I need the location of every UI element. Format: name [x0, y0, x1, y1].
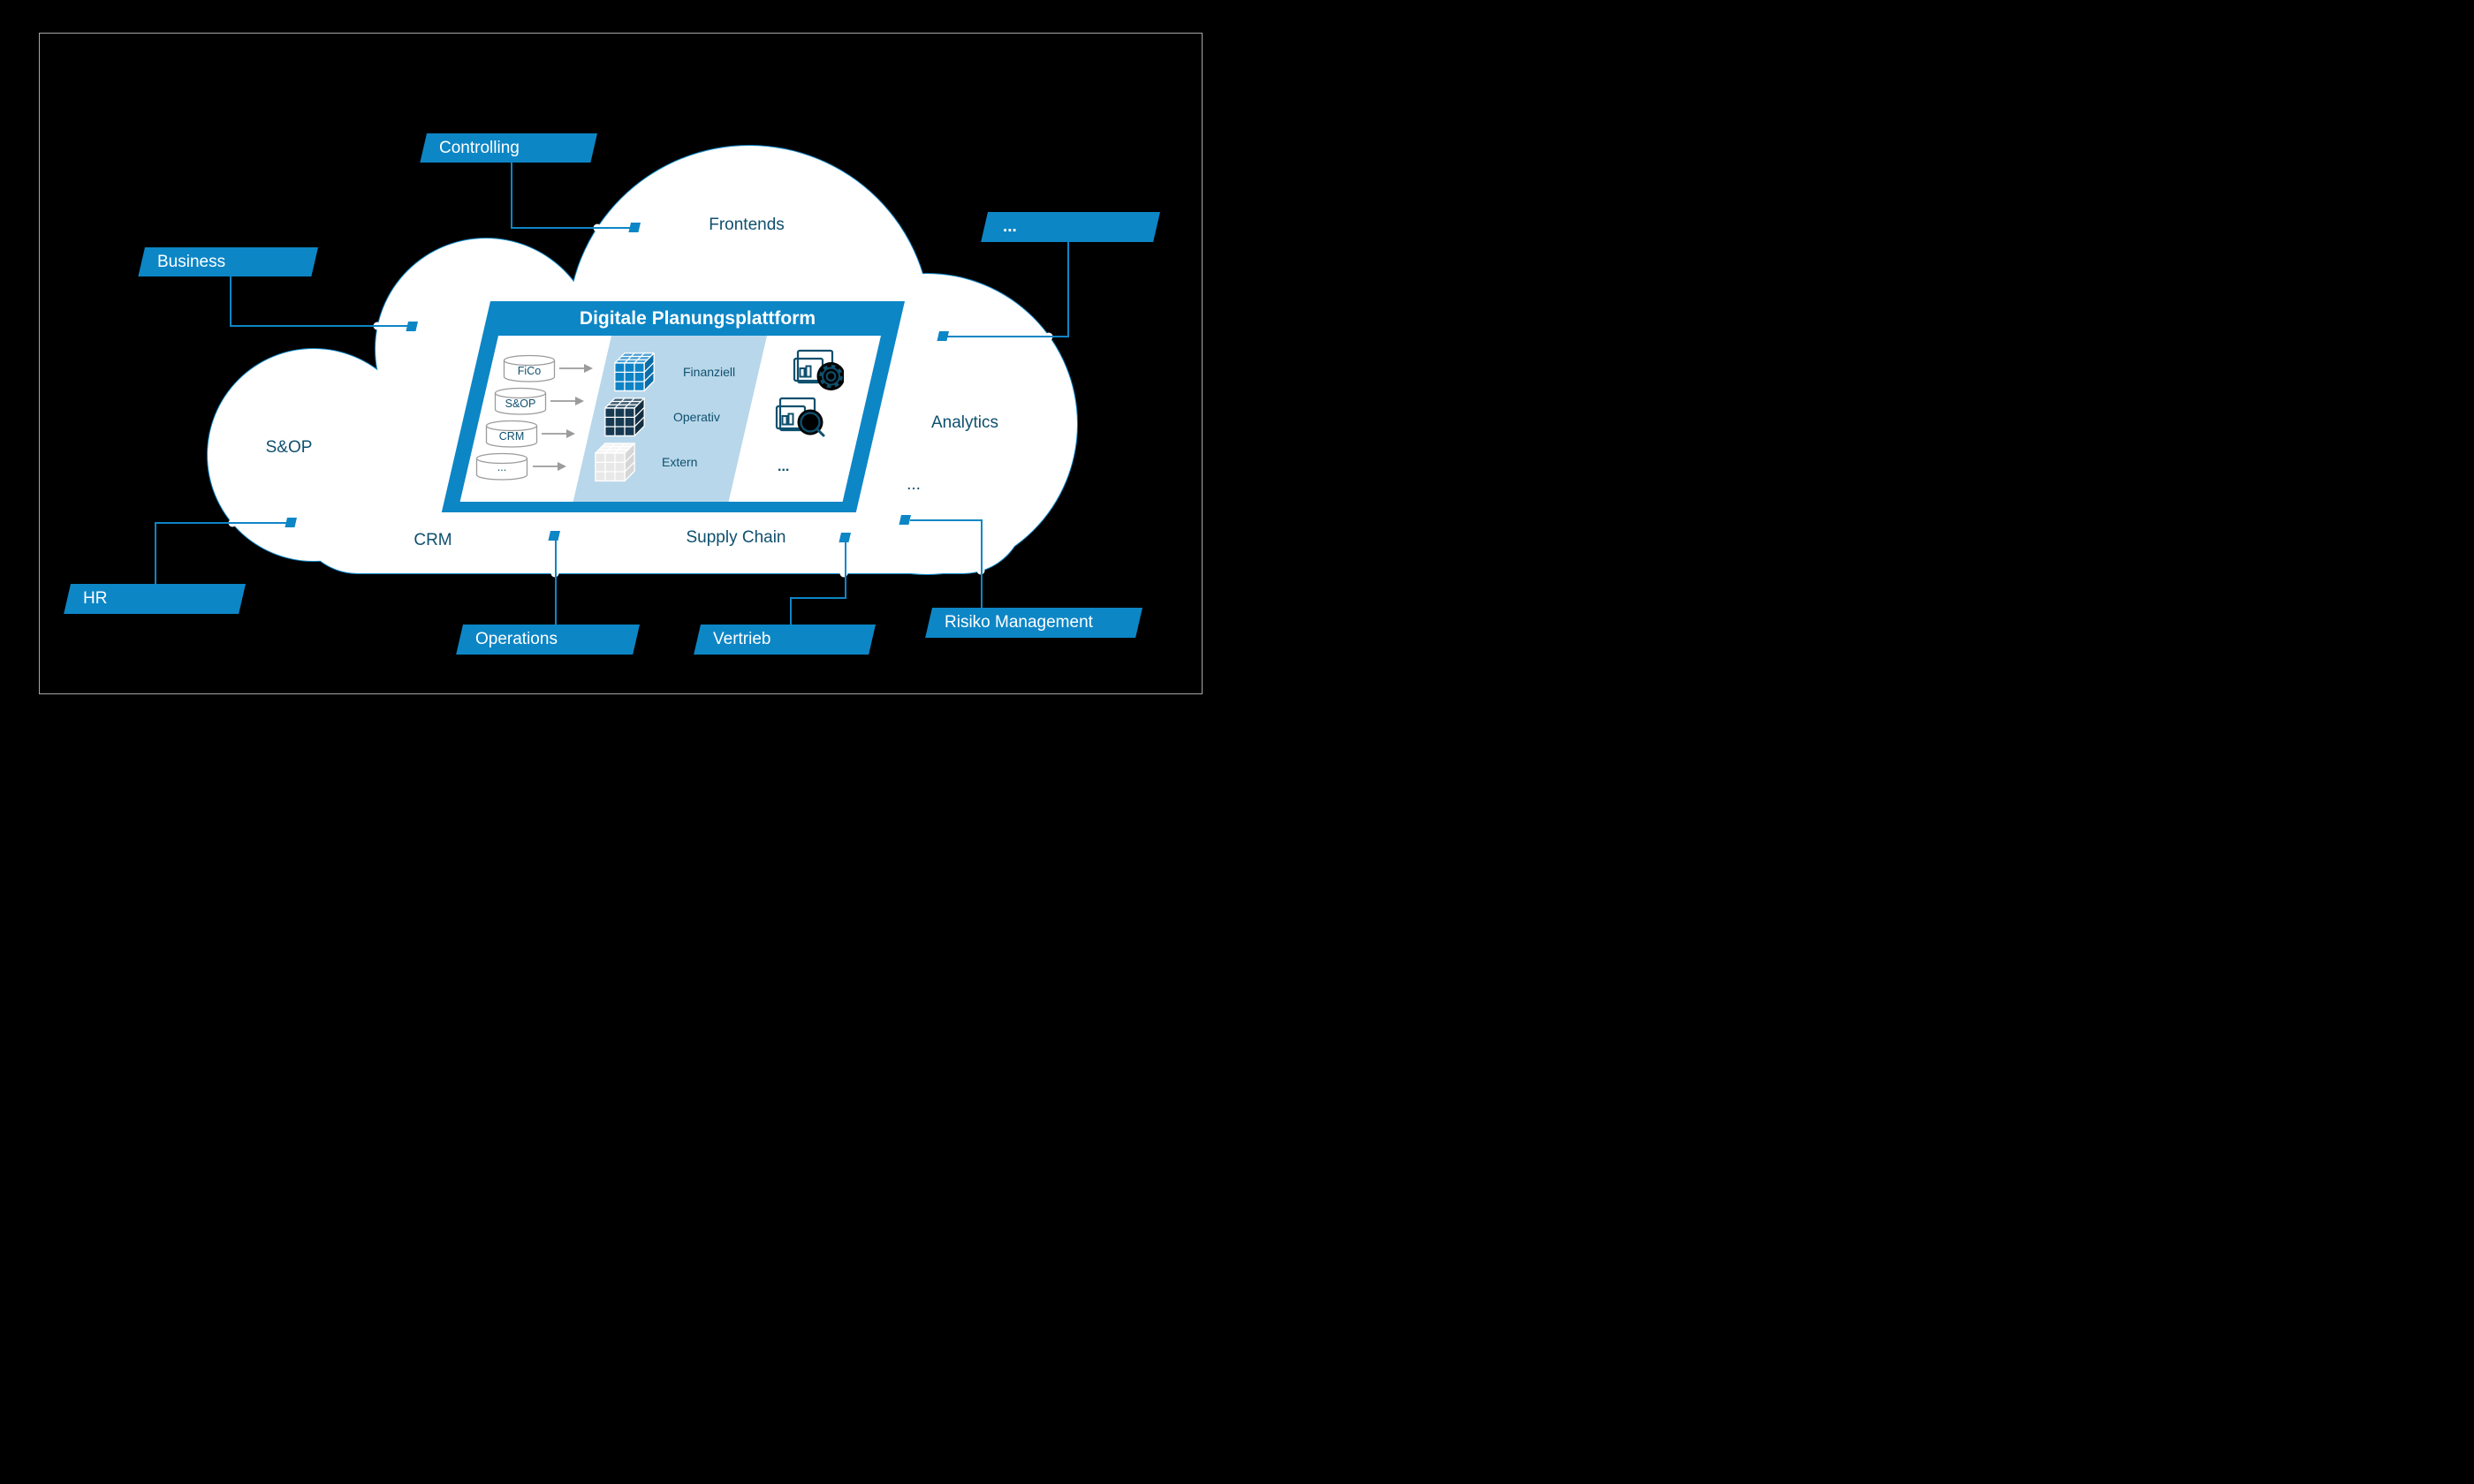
banner-more-top-right: ...	[981, 212, 1160, 242]
cube-operational-icon	[604, 398, 645, 437]
banner-risiko: Risiko Management	[925, 608, 1142, 638]
cube-label: Operativ	[673, 410, 720, 424]
source-label: ...	[497, 461, 507, 473]
cube-label: Extern	[662, 455, 698, 469]
slide-canvas: { "banners": { "controlling": "Controlli…	[0, 0, 1237, 742]
cloud-label-sop: S&OP	[265, 438, 313, 457]
database-cylinder-icon	[503, 354, 556, 388]
arrow-right-icon	[542, 429, 575, 438]
database-cylinder-icon	[485, 420, 538, 453]
banner-vertrieb: Vertrieb	[694, 625, 876, 655]
connector-line-more-h	[947, 336, 1069, 337]
cloud-label-more: ...	[907, 475, 921, 494]
database-cylinder-icon	[494, 387, 547, 420]
connector-line-controlling-h	[511, 227, 632, 229]
banner-operations: Operations	[456, 625, 640, 655]
slide-border	[39, 33, 1203, 694]
cloud-label-frontends: Frontends	[709, 216, 785, 234]
cube-financial-icon	[614, 352, 655, 392]
connector-line-controlling-v	[511, 163, 512, 228]
connector-line-business-h	[230, 325, 409, 327]
connector-line-supply-v1	[845, 541, 846, 599]
cube-external-icon	[595, 443, 635, 482]
connector-line-operations-v	[555, 540, 557, 625]
database-cylinder-icon	[475, 452, 528, 486]
arrow-right-icon	[559, 364, 593, 373]
source-label: FiCo	[517, 365, 542, 377]
cloud-label-analytics: Analytics	[930, 413, 999, 432]
arrow-right-icon	[533, 462, 566, 471]
cloud-label-crm: CRM	[414, 531, 452, 549]
connector-line-supply-h	[790, 597, 846, 599]
source-label: CRM	[498, 430, 525, 443]
dashboard-search-icon	[775, 397, 825, 437]
banner-hr: HR	[64, 584, 246, 614]
connector-line-hr-h	[155, 522, 288, 524]
platform-title: Digitale Planungsplattform	[579, 308, 816, 329]
banner-controlling: Controlling	[420, 133, 597, 163]
connector-line-risiko-v	[981, 519, 983, 609]
cloud-label-supply-chain: Supply Chain	[686, 528, 786, 547]
connector-line-business-v	[230, 276, 231, 326]
banner-business: Business	[138, 247, 318, 276]
tools-more-ellipsis: ...	[778, 459, 790, 474]
connector-line-supply-v2	[790, 597, 792, 625]
arrow-right-icon	[550, 397, 584, 405]
source-label: S&OP	[505, 398, 536, 410]
connector-line-hr-v	[155, 523, 156, 585]
dashboard-gear-icon	[793, 349, 844, 390]
connector-line-more-v	[1067, 242, 1069, 337]
connector-line-risiko-h	[910, 519, 983, 521]
cube-label: Finanziell	[683, 365, 736, 379]
